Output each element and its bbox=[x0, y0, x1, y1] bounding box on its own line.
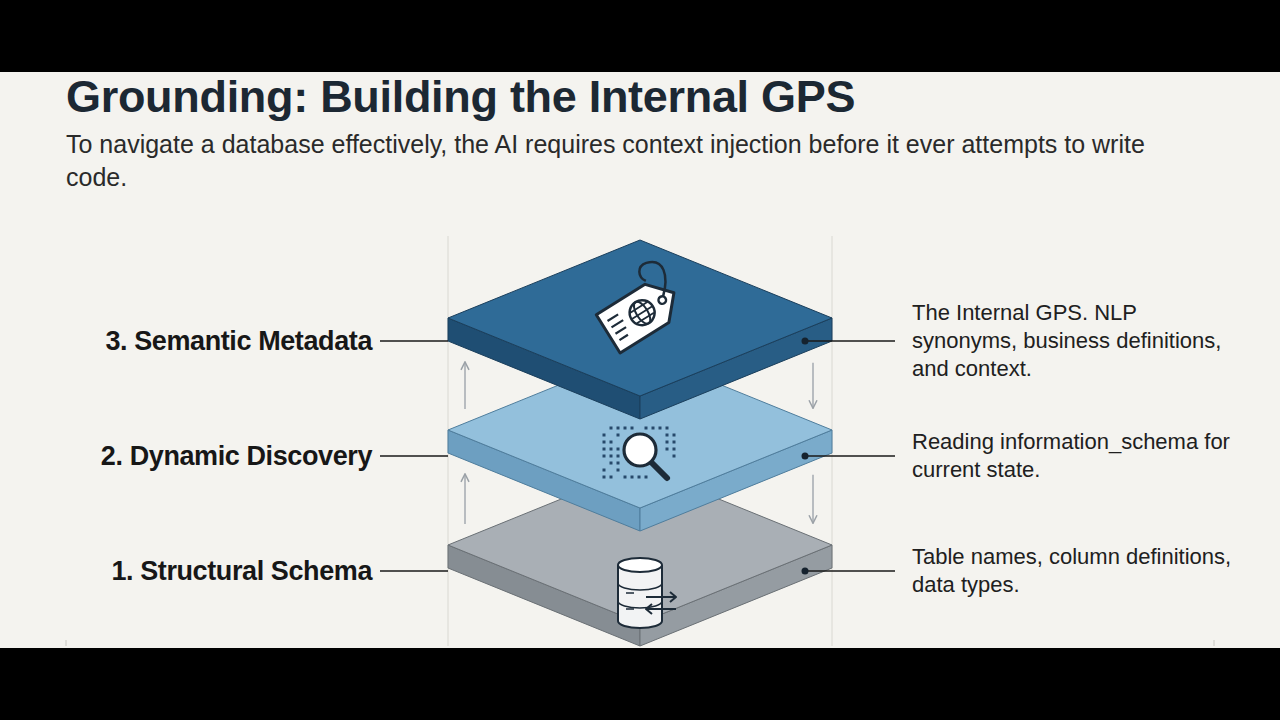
data-dot bbox=[610, 476, 613, 479]
data-dot bbox=[631, 427, 634, 430]
letterbox-bar bbox=[0, 648, 1280, 720]
data-dot bbox=[652, 427, 655, 430]
data-dot bbox=[617, 434, 620, 437]
data-dot bbox=[673, 448, 676, 451]
data-dot bbox=[617, 455, 620, 458]
layer-slab: 3. Semantic MetadataThe Internal GPS. NL… bbox=[80, 228, 1220, 428]
leader-line bbox=[805, 455, 895, 457]
data-dot bbox=[610, 441, 613, 444]
leader-line bbox=[805, 340, 895, 342]
lens-glass bbox=[624, 434, 656, 466]
data-dot bbox=[603, 476, 606, 479]
layer-heading: 3. Semantic Metadata bbox=[105, 326, 372, 357]
layer-description: Table names, column definitions, data ty… bbox=[912, 543, 1232, 599]
leader-line bbox=[380, 455, 448, 457]
cylinder-bands bbox=[618, 583, 662, 608]
data-dot bbox=[610, 427, 613, 430]
flow-arrow bbox=[464, 362, 466, 409]
globe-parallels bbox=[628, 301, 656, 325]
slab-icon bbox=[618, 558, 676, 628]
slab-icon bbox=[603, 427, 676, 479]
slab-top-face bbox=[448, 240, 832, 396]
data-dot bbox=[617, 448, 620, 451]
leader-line bbox=[805, 570, 895, 572]
data-dot bbox=[603, 469, 606, 472]
layer-heading: 2. Dynamic Discovery bbox=[101, 441, 372, 472]
data-dot bbox=[631, 476, 634, 479]
data-dot bbox=[610, 462, 613, 465]
data-dot bbox=[603, 441, 606, 444]
letterbox-bar bbox=[0, 0, 1280, 72]
data-dot bbox=[624, 427, 627, 430]
data-dot bbox=[673, 434, 676, 437]
data-dot bbox=[617, 469, 620, 472]
guide-tick bbox=[1214, 640, 1215, 646]
flow-arrow bbox=[812, 475, 814, 524]
data-dot bbox=[673, 455, 676, 458]
data-dot bbox=[603, 448, 606, 451]
data-dot bbox=[610, 448, 613, 451]
data-dot bbox=[617, 427, 620, 430]
leader-dot bbox=[802, 568, 809, 575]
data-dot bbox=[673, 441, 676, 444]
layer-description: Reading information_schema for current s… bbox=[912, 428, 1232, 484]
tag-body bbox=[596, 274, 686, 353]
cylinder-marks bbox=[626, 593, 634, 609]
data-dot bbox=[666, 434, 669, 437]
data-dot bbox=[617, 462, 620, 465]
data-dot bbox=[603, 434, 606, 437]
guide-tick bbox=[66, 640, 67, 646]
tag-hole bbox=[657, 295, 667, 305]
data-dot bbox=[659, 427, 662, 430]
flow-arrow bbox=[464, 474, 466, 524]
data-dot bbox=[610, 455, 613, 458]
data-dot bbox=[638, 476, 641, 479]
layer-heading: 1. Structural Schema bbox=[111, 556, 372, 587]
data-dot bbox=[666, 427, 669, 430]
data-dot bbox=[666, 441, 669, 444]
data-dot bbox=[645, 476, 648, 479]
data-dot bbox=[603, 455, 606, 458]
lens-handle bbox=[651, 462, 667, 478]
data-dot bbox=[666, 448, 669, 451]
leader-line bbox=[380, 570, 448, 572]
tag-string bbox=[636, 257, 676, 301]
leader-dot bbox=[802, 338, 809, 345]
leader-line bbox=[380, 340, 448, 342]
slide-title: Grounding: Building the Internal GPS bbox=[66, 72, 855, 122]
cylinder-top bbox=[618, 558, 662, 572]
flow-arrow bbox=[812, 363, 814, 409]
sync-arrows bbox=[646, 592, 676, 614]
layer-description: The Internal GPS. NLP synonyms, business… bbox=[912, 299, 1232, 383]
data-dot bbox=[645, 427, 648, 430]
globe-symbol bbox=[625, 295, 659, 329]
leader-dot bbox=[802, 453, 809, 460]
slab-top-face bbox=[448, 352, 832, 508]
slide-subtitle: To navigate a database effectively, the … bbox=[66, 128, 1186, 194]
data-dot bbox=[624, 476, 627, 479]
tag-lines bbox=[608, 314, 632, 340]
slab-icon bbox=[587, 257, 689, 353]
